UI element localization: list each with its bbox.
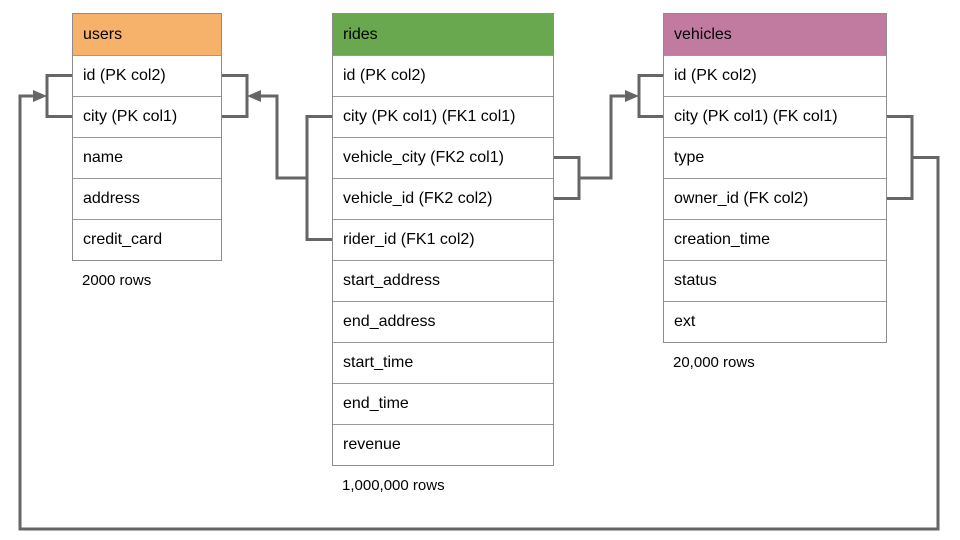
vehicles-pk-bracket (637, 74, 663, 118)
table-row: vehicle_city (FK2 col1) (333, 137, 553, 178)
table-row: owner_id (FK col2) (664, 178, 886, 219)
vehicles-fk-bracket (887, 115, 914, 200)
table-row: city (PK col1) (73, 96, 221, 137)
table-row: type (664, 137, 886, 178)
table-row: start_address (333, 260, 553, 301)
rides-vehicles-connector (579, 94, 626, 180)
table-rows: id (PK col2)city (PK col1) (FK1 col1)veh… (333, 55, 553, 465)
table-row: creation_time (664, 219, 886, 260)
table-row: id (PK col2) (664, 55, 886, 96)
table-rows: id (PK col2)city (PK col1) (FK col1)type… (664, 55, 886, 342)
row-count-label: 1,000,000 rows (342, 477, 445, 494)
row-count-label: 20,000 rows (673, 354, 755, 371)
table-header: users (73, 14, 221, 55)
table-row: vehicle_id (FK2 col2) (333, 178, 553, 219)
table-rides: rides id (PK col2)city (PK col1) (FK1 co… (332, 13, 554, 494)
table-row: id (PK col2) (333, 55, 553, 96)
table-row: id (PK col2) (73, 55, 221, 96)
table-row: rider_id (FK1 col2) (333, 219, 553, 260)
table-row: ext (664, 301, 886, 342)
rides-fk1-bracket (305, 115, 332, 241)
table-header: rides (333, 14, 553, 55)
table-rides-box: rides id (PK col2)city (PK col1) (FK1 co… (332, 13, 554, 466)
rides-users-connector (260, 94, 307, 180)
arrow-into-users-left (33, 90, 47, 102)
table-row: name (73, 137, 221, 178)
table-row: end_time (333, 383, 553, 424)
table-vehicles: vehicles id (PK col2)city (PK col1) (FK … (663, 13, 887, 371)
vehicles-users-connector (18, 94, 940, 531)
table-row: credit_card (73, 219, 221, 260)
arrow-into-users-right (247, 90, 261, 102)
table-row: city (PK col1) (FK1 col1) (333, 96, 553, 137)
users-pk-bracket-left (45, 74, 72, 118)
table-row: start_time (333, 342, 553, 383)
table-vehicles-box: vehicles id (PK col2)city (PK col1) (FK … (663, 13, 887, 343)
rides-fk2-bracket (554, 156, 581, 200)
row-count-label: 2000 rows (82, 272, 152, 289)
users-pk-bracket-right (222, 74, 249, 118)
table-row: status (664, 260, 886, 301)
table-row: address (73, 178, 221, 219)
table-row: revenue (333, 424, 553, 465)
table-row: city (PK col1) (FK col1) (664, 96, 886, 137)
table-row: end_address (333, 301, 553, 342)
arrow-into-vehicles (625, 90, 639, 102)
table-header: vehicles (664, 14, 886, 55)
